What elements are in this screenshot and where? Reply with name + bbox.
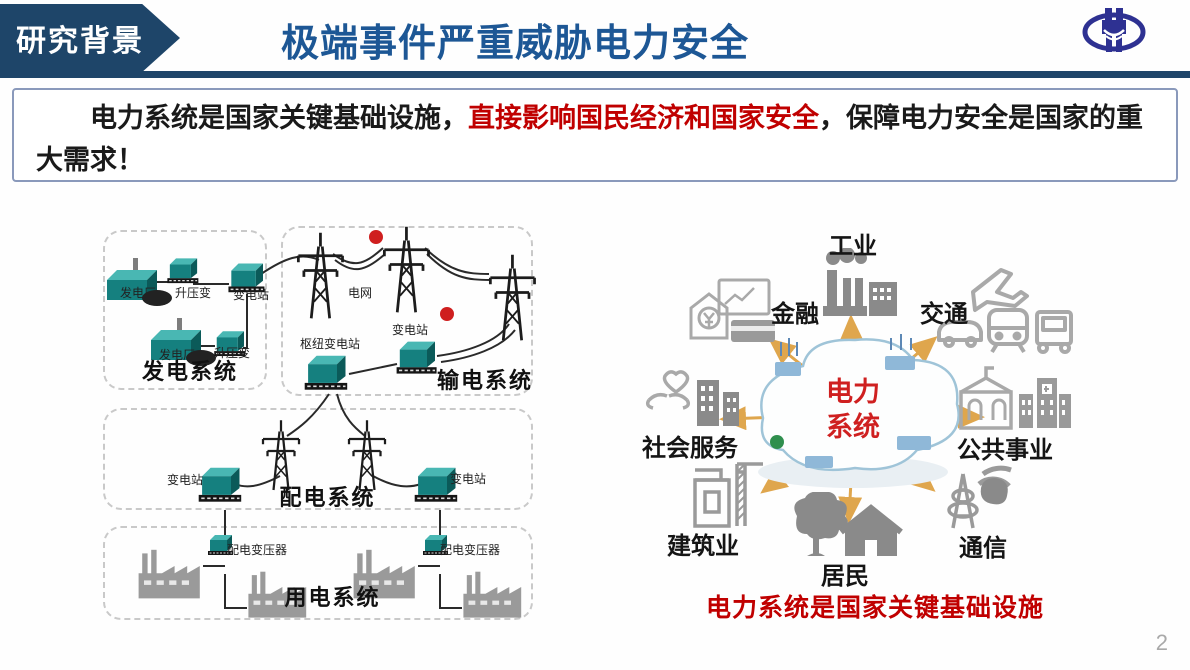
- label-plant-1: 发电厂: [119, 286, 156, 300]
- industry-icon: [823, 248, 897, 316]
- consumption-system-title: 用电系统: [284, 585, 381, 610]
- distribution-system-title: 配电系统: [279, 485, 376, 510]
- label-stepup-1: 升压变: [174, 286, 211, 300]
- transport-icon: [937, 268, 1073, 354]
- page-number: 2: [1155, 630, 1168, 655]
- statement-highlight: 直接影响国民经济和国家安全: [468, 103, 819, 133]
- page-title: 极端事件严重威胁电力安全: [280, 23, 749, 65]
- label-grid: 电网: [347, 286, 372, 300]
- label-gen-substation: 变电站: [232, 288, 269, 302]
- label-hub-substation: 枢纽变电站: [299, 337, 360, 351]
- generation-system-box: [103, 230, 267, 390]
- generation-system-title: 发电系统: [141, 359, 238, 384]
- header-divider: [0, 71, 1190, 78]
- section-badge-label: 研究背景: [16, 25, 144, 58]
- label-stepup-2: 升压变: [213, 346, 250, 360]
- sector-label-industry: 工业: [829, 233, 877, 260]
- sector-label-telecom: 通信: [959, 535, 1007, 562]
- power-chain-diagram: 发电厂 升压变 变电站 发电厂 升压变 发电系统 电网 枢纽变电站 变电站 输电…: [95, 222, 565, 654]
- public-utility-icon: [959, 366, 1071, 430]
- ecosystem-caption: 电力系统是国家关键基础设施: [705, 594, 1044, 622]
- power-chain-artwork-icon: [107, 225, 536, 618]
- section-badge: 研究背景: [0, 4, 180, 72]
- label-dist-substation-right: 变电站: [449, 472, 486, 486]
- sector-label-finance: 金融: [771, 301, 819, 328]
- residents-icon: [794, 492, 903, 556]
- transmission-system-title: 输电系统: [437, 368, 534, 393]
- construction-icon: [693, 462, 763, 528]
- finance-icon: [689, 278, 775, 342]
- statement-part2: ，保障电力安全是国家的重大需求！: [36, 103, 1143, 175]
- key-statement-text: 电力系统是国家关键基础设施，直接影响国民经济和国家安全，保障电力安全是国家的重大…: [36, 98, 1154, 182]
- center-power-system-label: 电力 系统: [803, 375, 903, 445]
- sector-label-construction: 建筑业: [667, 533, 739, 560]
- power-ecosystem-diagram: 工业 交通 金融 公共事业 社会服务 通信 建筑业 居民 电力 系统: [635, 220, 1105, 612]
- label-plant-2: 发电厂: [158, 348, 195, 362]
- sector-label-transport: 交通: [920, 301, 968, 328]
- statement-part1: 电力系统是国家关键基础设施，: [90, 103, 468, 133]
- label-dist-substation-left: 变电站: [166, 473, 203, 487]
- center-label-line1: 电力: [826, 377, 880, 407]
- center-label-line2: 系统: [826, 412, 880, 443]
- consumption-system-box: [103, 526, 533, 620]
- label-dist-transformer-right: 配电变压器: [439, 543, 500, 557]
- sector-label-public-utility: 公共事业: [957, 437, 1053, 464]
- ecosystem-arrows-icon: [719, 314, 985, 524]
- organization-logo-icon: [1082, 4, 1146, 71]
- sector-label-social-service: 社会服务: [642, 435, 738, 462]
- sector-label-residents: 居民: [821, 563, 869, 590]
- telecom-icon: [947, 465, 1012, 529]
- label-dist-transformer-left: 配电变压器: [226, 543, 287, 557]
- label-trans-substation: 变电站: [391, 323, 428, 337]
- key-statement-box: 电力系统是国家关键基础设施，直接影响国民经济和国家安全，保障电力安全是国家的重大…: [12, 88, 1178, 182]
- social-service-icon: [645, 370, 739, 426]
